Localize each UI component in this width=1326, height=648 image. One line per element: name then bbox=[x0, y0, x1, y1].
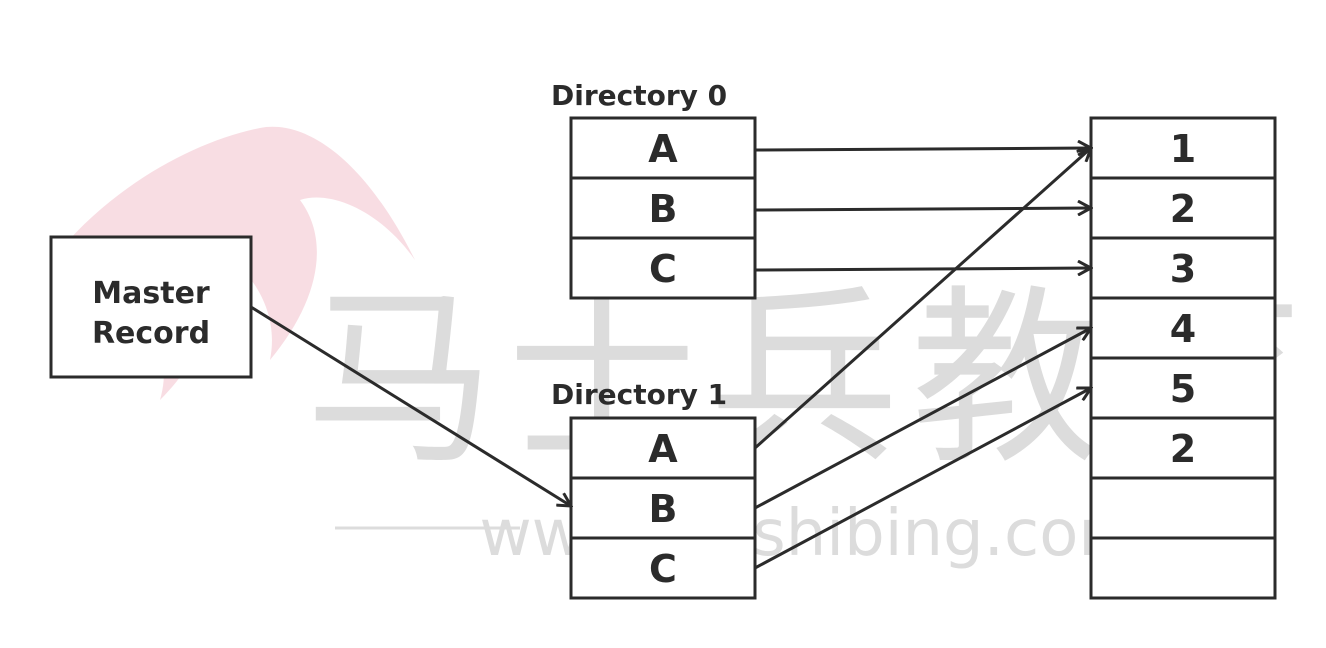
directory-1-entry-label: B bbox=[649, 487, 678, 531]
directory-1-label: Directory 1 bbox=[551, 378, 727, 411]
page-cell bbox=[1089, 236, 1277, 300]
directory-0-entry-cell bbox=[569, 176, 757, 240]
directory-0-entry-cell bbox=[569, 116, 757, 180]
directory-1-to-page-arrow bbox=[754, 388, 1091, 570]
pointer-arrows bbox=[250, 148, 1091, 570]
directory-0-entry-cell bbox=[569, 236, 757, 300]
page-number: 4 bbox=[1170, 307, 1196, 351]
page-number: 2 bbox=[1170, 427, 1196, 471]
master-record-label-line: Master bbox=[92, 276, 210, 311]
directory-1-to-page-arrow bbox=[754, 148, 1091, 450]
page-number: 3 bbox=[1170, 247, 1196, 291]
page-cell bbox=[1089, 536, 1277, 600]
directory-1-entry-cell bbox=[569, 416, 757, 480]
master-record-label-line: Record bbox=[92, 316, 210, 351]
directory-0-to-page-arrow bbox=[754, 208, 1091, 210]
directory-0-to-page-arrow bbox=[754, 268, 1091, 270]
directory-0-to-page-arrow bbox=[754, 148, 1091, 150]
page-cell bbox=[1089, 476, 1277, 540]
directory-1-to-page-arrow bbox=[754, 328, 1091, 510]
page-number: 1 bbox=[1170, 127, 1196, 171]
page-cell bbox=[1089, 296, 1277, 360]
directory-0-entry-label: B bbox=[649, 187, 678, 231]
directory-0-entry-label: C bbox=[649, 247, 677, 291]
directory-1: Directory 1 ABC bbox=[551, 378, 757, 600]
page-number: 2 bbox=[1170, 187, 1196, 231]
directory-0-label: Directory 0 bbox=[551, 79, 727, 112]
directory-1-entry-label: C bbox=[649, 547, 677, 591]
page-number: 5 bbox=[1170, 367, 1196, 411]
page-table: 1 2 3 4 5 2 bbox=[1089, 116, 1277, 600]
master-to-directory-arrow bbox=[250, 305, 571, 506]
page-cell bbox=[1089, 416, 1277, 480]
directory-0: Directory 0 ABC bbox=[551, 79, 757, 300]
directory-0-entry-label: A bbox=[648, 127, 678, 171]
directory-1-entry-label: A bbox=[648, 427, 678, 471]
